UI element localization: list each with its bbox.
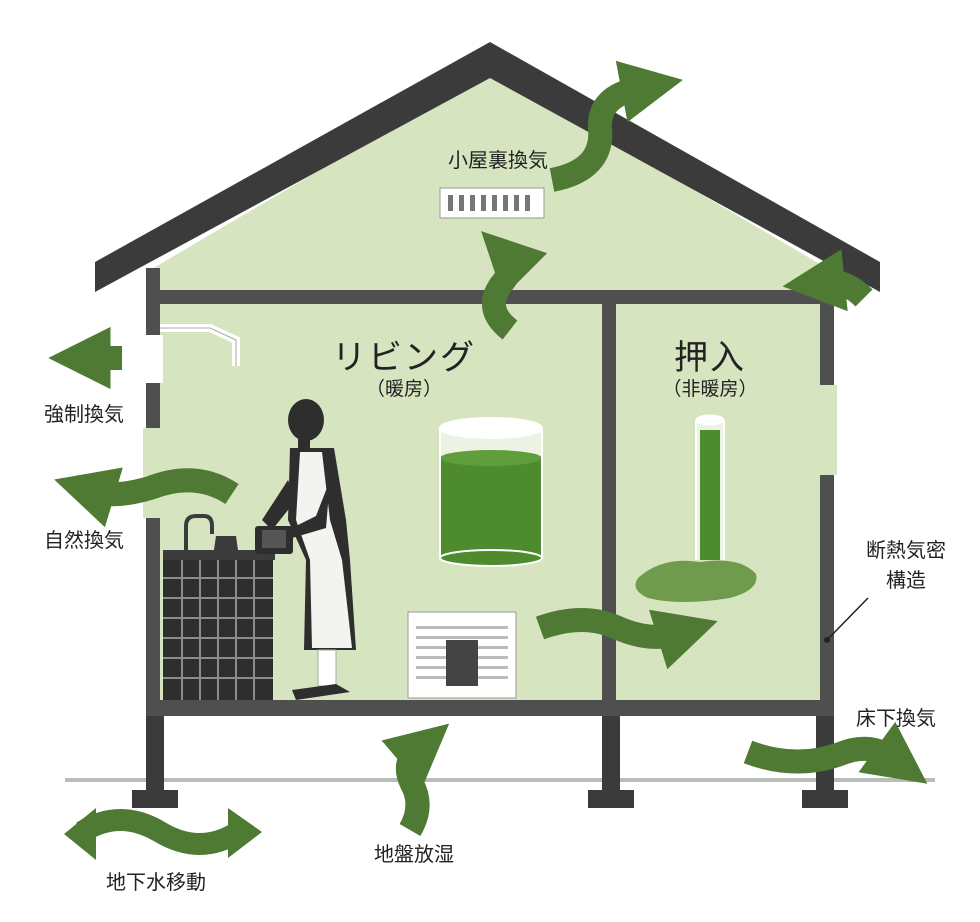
closet-humidity-tube [635,414,757,602]
faucet [184,514,214,552]
living-room-humidity-cylinder [439,417,543,567]
forced-vent-opening [143,335,163,383]
closet-label: 押入 [674,338,746,378]
underfloor-ventilation-arrow [743,721,928,784]
attic-exhaust-arrow [549,60,683,192]
eave-intake-arrow [782,249,873,312]
forced-ventilation-label: 強制換気 [44,402,124,426]
groundwater-arrow [64,808,262,860]
attic-vent-grille [439,187,545,219]
right-wall-opening [817,385,837,475]
room-airflow-arrow [535,608,718,670]
closet-note: （非暖房） [662,378,758,400]
foundation-foot-left [132,790,178,808]
kitchen-cabinet [163,550,275,700]
foundation-post-left [146,716,164,792]
insulation-label-line1: 断熱気密 [866,538,946,562]
underfloor-ventilation-label: 床下換気 [856,706,936,730]
right-wall [820,268,834,718]
natural-ventilation-arrow [54,467,239,528]
living-room-label: リビング [332,338,476,378]
ground-moisture-label: 地盤放湿 [374,842,454,866]
foundation-post-middle [602,716,620,792]
ceiling-rising-arrow [481,231,548,340]
kettle [214,536,238,550]
partition-wall [602,292,616,712]
foundation-foot-right [802,790,848,808]
floor-slab [146,700,834,716]
living-room-note: （暖房） [365,378,443,400]
foundation-foot-middle [588,790,634,808]
insulation-label-line2: 構造 [886,568,926,592]
ground-moisture-arrow [381,723,450,837]
insulation-pointer [826,597,869,641]
heater [407,611,517,699]
natural-ventilation-label: 自然換気 [44,528,124,552]
groundwater-movement-label: 地下水移動 [106,870,206,894]
person-figure [255,399,356,700]
attic-vent-label: 小屋裏換気 [448,148,548,172]
